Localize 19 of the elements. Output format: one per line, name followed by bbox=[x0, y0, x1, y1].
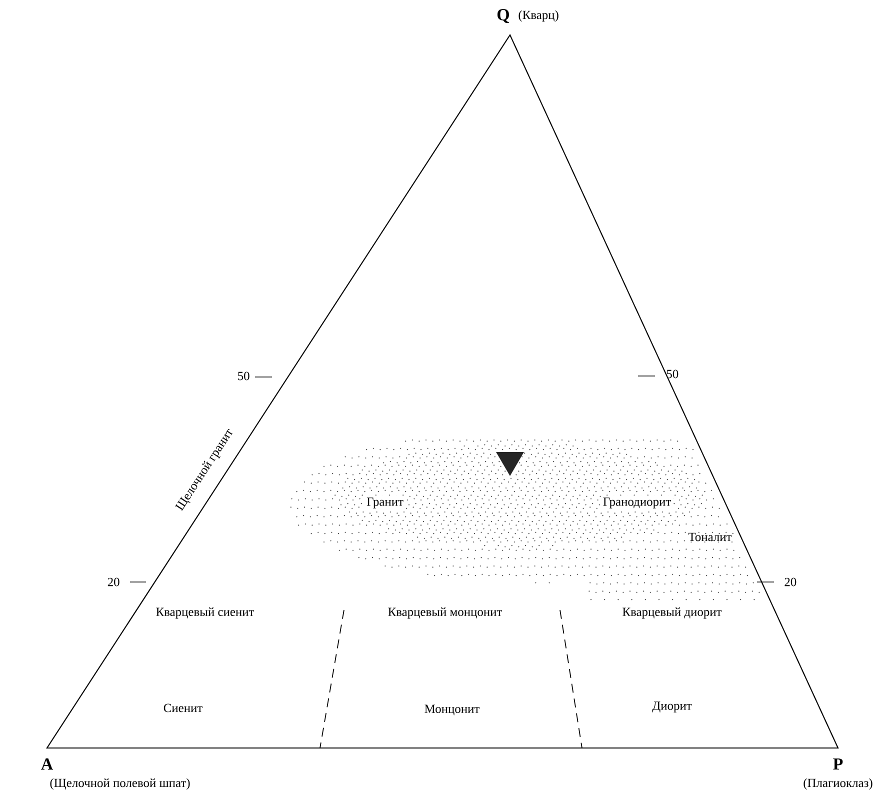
tick-label: 50 bbox=[666, 370, 678, 378]
field-label: Кварцевый диорит bbox=[622, 607, 722, 619]
tick-label: 50 bbox=[238, 372, 250, 380]
field-label: Гранит bbox=[364, 496, 406, 510]
vertex-name: (Плагиоклаз) bbox=[804, 778, 872, 790]
tick-label: 20 bbox=[784, 578, 796, 586]
vertex-letter: P bbox=[833, 758, 843, 770]
tick-label: 20 bbox=[108, 578, 120, 586]
field-label: Кварцевый сиенит bbox=[156, 607, 254, 619]
field-label: Гранодиорит bbox=[600, 496, 674, 510]
vertex-name: (Щелочной полевой шпат) bbox=[50, 778, 190, 790]
vertex-letter: Q bbox=[497, 9, 510, 23]
field-label: Сиенит bbox=[164, 704, 202, 712]
field-label: Диорит bbox=[652, 702, 692, 712]
vertex-name: (Кварц) bbox=[518, 10, 558, 22]
vertex-letter: A bbox=[41, 758, 53, 770]
field-label: Монцонит bbox=[424, 704, 480, 716]
field-label: Кварцевый монцонит bbox=[388, 607, 502, 619]
field-label: Тоналит bbox=[688, 532, 732, 542]
